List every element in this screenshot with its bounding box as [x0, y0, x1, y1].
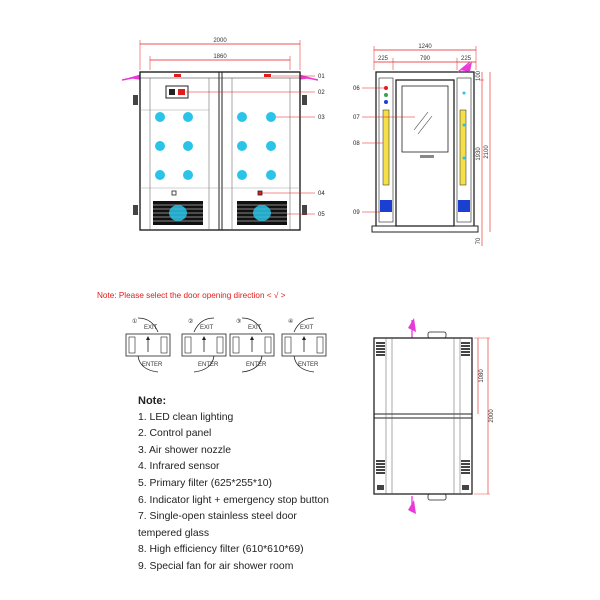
- svg-text:EXIT: EXIT: [248, 325, 262, 331]
- fan-right: [458, 200, 470, 212]
- dim-side-total: 1240: [418, 44, 432, 50]
- note-item: 9. Special fan for air shower room: [138, 560, 294, 572]
- air-shower-nozzles-right: [237, 112, 276, 180]
- svg-text:EXIT: EXIT: [144, 325, 158, 331]
- led-light-right: [264, 74, 271, 77]
- note-item: tempered glass: [138, 527, 210, 539]
- left-hinge-top: [133, 95, 138, 105]
- infrared-sensor-right: [257, 190, 263, 196]
- top-handle-upper: [427, 331, 447, 339]
- svg-text:ENTER: ENTER: [246, 362, 267, 368]
- dim-front-inner: 1860: [213, 54, 227, 60]
- svg-text:225: 225: [461, 56, 472, 62]
- air-shower-nozzles-left: [155, 112, 193, 180]
- note-item: 7. Single-open stainless steel door: [138, 511, 297, 523]
- dim-front-total: 2000: [213, 38, 227, 44]
- svg-text:ENTER: ENTER: [298, 362, 319, 368]
- note-item: 4. Infrared sensor: [138, 461, 220, 473]
- callout-02: 02: [318, 90, 325, 96]
- svg-text:1080: 1080: [479, 369, 485, 383]
- led-light-left: [174, 74, 181, 77]
- hepa-filter-left: [382, 109, 390, 186]
- fan-left: [380, 200, 392, 212]
- svg-text:1930: 1930: [476, 147, 482, 161]
- svg-text:70: 70: [476, 237, 482, 244]
- notes-list: Note: 1. LED clean lighting 2. Control p…: [138, 393, 329, 576]
- primary-filter-right: [237, 201, 287, 225]
- svg-text:EXIT: EXIT: [300, 325, 314, 331]
- door-glass: [401, 85, 449, 153]
- door-handle: [420, 155, 434, 158]
- svg-text:2100: 2100: [484, 145, 490, 159]
- infrared-sensor-left: [171, 190, 177, 196]
- svg-text:EXIT: EXIT: [200, 325, 214, 331]
- primary-filter-left: [153, 201, 203, 225]
- callout-03: 03: [318, 115, 325, 121]
- note-item: 1. LED clean lighting: [138, 411, 234, 423]
- svg-text:ENTER: ENTER: [142, 362, 163, 368]
- top-view: 1080 2000: [373, 318, 495, 514]
- front-view: 2000 1860: [121, 38, 325, 231]
- callout-07: 07: [353, 115, 360, 121]
- callout-09: 09: [353, 210, 360, 216]
- note-item: 6. Indicator light + emergency stop butt…: [138, 494, 329, 506]
- note-item: 2. Control panel: [138, 428, 212, 440]
- door-direction-notice: Note: Please select the door opening dir…: [97, 291, 286, 300]
- indicator-light: [384, 86, 388, 90]
- svg-text:100: 100: [476, 70, 482, 81]
- callout-01: 01: [318, 74, 325, 80]
- callout-06: 06: [353, 86, 360, 92]
- door-option-3: ③ EXIT ENTER: [229, 317, 275, 373]
- door-option-2: ② EXIT ENTER: [181, 317, 227, 373]
- callout-04: 04: [318, 191, 325, 197]
- svg-text:②: ②: [188, 318, 193, 325]
- top-handle-lower: [427, 493, 447, 501]
- svg-text:225: 225: [378, 56, 389, 62]
- svg-text:①: ①: [132, 318, 137, 325]
- side-view: 1240 225 790 225 1: [353, 44, 491, 246]
- svg-text:④: ④: [288, 318, 293, 325]
- svg-text:790: 790: [420, 56, 431, 62]
- note-item: 5. Primary filter (625*255*10): [138, 477, 272, 489]
- notes-title: Note:: [138, 395, 167, 407]
- left-hinge-bottom: [133, 205, 138, 215]
- note-item: 8. High efficiency filter (610*610*69): [138, 544, 304, 556]
- note-item: 3. Air shower nozzle: [138, 444, 231, 456]
- svg-text:③: ③: [236, 318, 241, 325]
- svg-text:ENTER: ENTER: [198, 362, 219, 368]
- hepa-filter-right: [459, 109, 467, 186]
- door-option-1: ① EXIT ENTER: [125, 317, 171, 373]
- door-option-4: ④ EXIT ENTER: [281, 317, 327, 373]
- door-options: ① EXIT ENTER ② EXIT ENTER ③: [125, 317, 327, 373]
- front-callout-lines: [186, 75, 315, 215]
- side-base: [371, 225, 479, 233]
- top-body: [373, 337, 473, 495]
- callout-08: 08: [353, 141, 360, 147]
- svg-text:2000: 2000: [489, 409, 495, 423]
- callout-05: 05: [318, 212, 325, 218]
